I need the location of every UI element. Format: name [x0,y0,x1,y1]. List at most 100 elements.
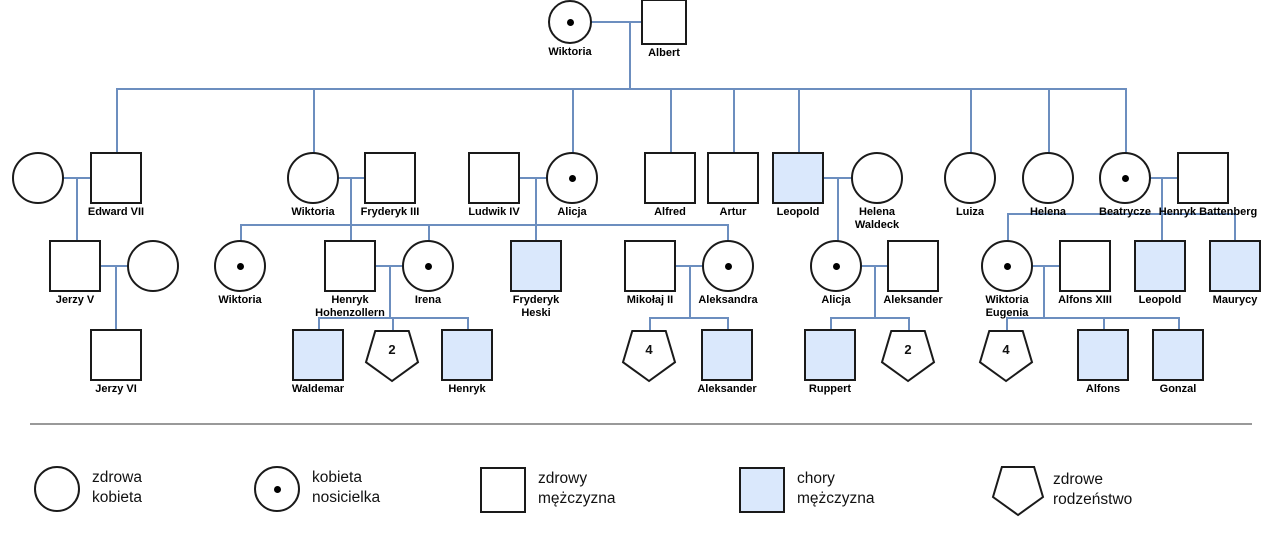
connector-line [837,177,839,265]
person-beatrycze [1099,152,1151,204]
label-wiktoria-i: Wiktoria [548,46,592,58]
carrier-dot [1121,174,1129,182]
person-helena-waldeck [851,152,903,204]
sibship-zdrowe-rodzenstwo [991,466,1045,517]
legend-divider [30,423,1252,425]
label-artur: Artur [719,206,747,218]
connector-line [689,265,691,317]
person-aleksandra [702,240,754,292]
connector-line [570,21,664,23]
connector-line [1234,213,1236,265]
person-alicja-iii [810,240,862,292]
person-zona-jerzego-v [127,240,179,292]
person-henryk [441,329,493,381]
label-alicja-iii: Alicja [821,294,851,306]
carrier-dot [424,262,432,270]
connector-line [240,224,727,226]
person-maurycy [1209,240,1261,292]
person-alfons-xiii [1059,240,1111,292]
connector-line [1161,177,1163,265]
label-aleksander-syn: Aleksander [697,383,757,395]
connector-line [670,88,672,177]
legend-label-zdrowe-rodzenstwo: zdrowe rodzeństwo [1053,471,1133,508]
person-ruppert [804,329,856,381]
label-ludwik-iv: Ludwik IV [468,206,520,218]
person-alfons [1077,329,1129,381]
person-gonzal [1152,329,1204,381]
person-wiktoria-iii [214,240,266,292]
person-aleksander-syn [701,329,753,381]
connector-line [1125,88,1127,177]
connector-line [798,88,800,177]
sibship-rodzenstwo-3 [880,330,936,383]
connector-line [1007,213,1234,215]
connector-line [115,265,117,354]
label-gonzal: Gonzal [1159,383,1197,395]
person-artur [707,152,759,204]
label-leopold-iii: Leopold [1138,294,1182,306]
carrier-dot [724,262,732,270]
connector-line [1007,265,1085,267]
sibship-rodzenstwo-2 [621,330,677,383]
connector-line [733,88,735,177]
label-luiza: Luiza [955,206,985,218]
label-leopold-ii: Leopold [776,206,820,218]
connector-line [629,21,631,88]
legend-label-chory-mezczyzna: chory mężczyzna [797,470,875,507]
sibling-count: 4 [645,342,653,357]
connector-line [494,177,572,179]
person-zdrowy-mezczyzna [480,467,526,513]
label-henryk-hohenzollern: Henryk Hohenzollern [315,294,385,319]
carrier-dot [568,174,576,182]
label-maurycy: Maurycy [1212,294,1258,306]
person-fryderyk-heski [510,240,562,292]
person-helena [1022,152,1074,204]
label-helena: Helena [1029,206,1067,218]
connector-line [1006,317,1178,319]
person-albert [641,0,687,45]
connector-line [350,177,352,265]
label-helena-waldeck: Helena Waldeck [854,206,900,231]
connector-line [572,88,574,177]
person-jerzy-vi [90,329,142,381]
sibling-count: 2 [904,342,912,357]
person-wiktoria-eugenia [981,240,1033,292]
carrier-dot [273,485,281,493]
legend-label-zdrowa-kobieta: zdrowa kobieta [92,469,142,506]
connector-line [1007,213,1009,265]
person-kobieta-nosicielka [254,466,300,512]
person-wiktoria-ii [287,152,339,204]
carrier-dot [236,262,244,270]
connector-line [535,177,537,265]
sibship-rodzenstwo-1 [364,330,420,383]
label-edward-vii: Edward VII [87,206,145,218]
connector-line [76,177,78,265]
label-alicja-ii: Alicja [557,206,587,218]
connector-line [1048,88,1050,177]
label-alfons: Alfons [1085,383,1121,395]
label-wiktoria-iii: Wiktoria [218,294,262,306]
person-fryderyk-iii [364,152,416,204]
sibling-count: 2 [388,342,396,357]
connector-line [313,88,315,177]
person-edward-vii [90,152,142,204]
carrier-dot [566,18,574,26]
connector-line [116,88,1125,90]
person-zdrowa-kobieta [34,466,80,512]
person-luiza [944,152,996,204]
label-alfred: Alfred [654,206,686,218]
connector-line [75,265,153,267]
sibship-rodzenstwo-4 [978,330,1034,383]
person-waldemar [292,329,344,381]
person-jerzy-v [49,240,101,292]
connector-line [1125,177,1203,179]
person-alfred [644,152,696,204]
label-albert: Albert [648,47,680,59]
connector-line [1043,265,1045,317]
legend-label-kobieta-nosicielka: kobieta nosicielka [312,469,381,506]
label-fryderyk-heski: Fryderyk Heski [512,294,560,319]
person-mikolaj-ii [624,240,676,292]
label-henryk-battenberg: Henryk Battenberg [1158,206,1258,218]
connector-line [389,265,391,317]
